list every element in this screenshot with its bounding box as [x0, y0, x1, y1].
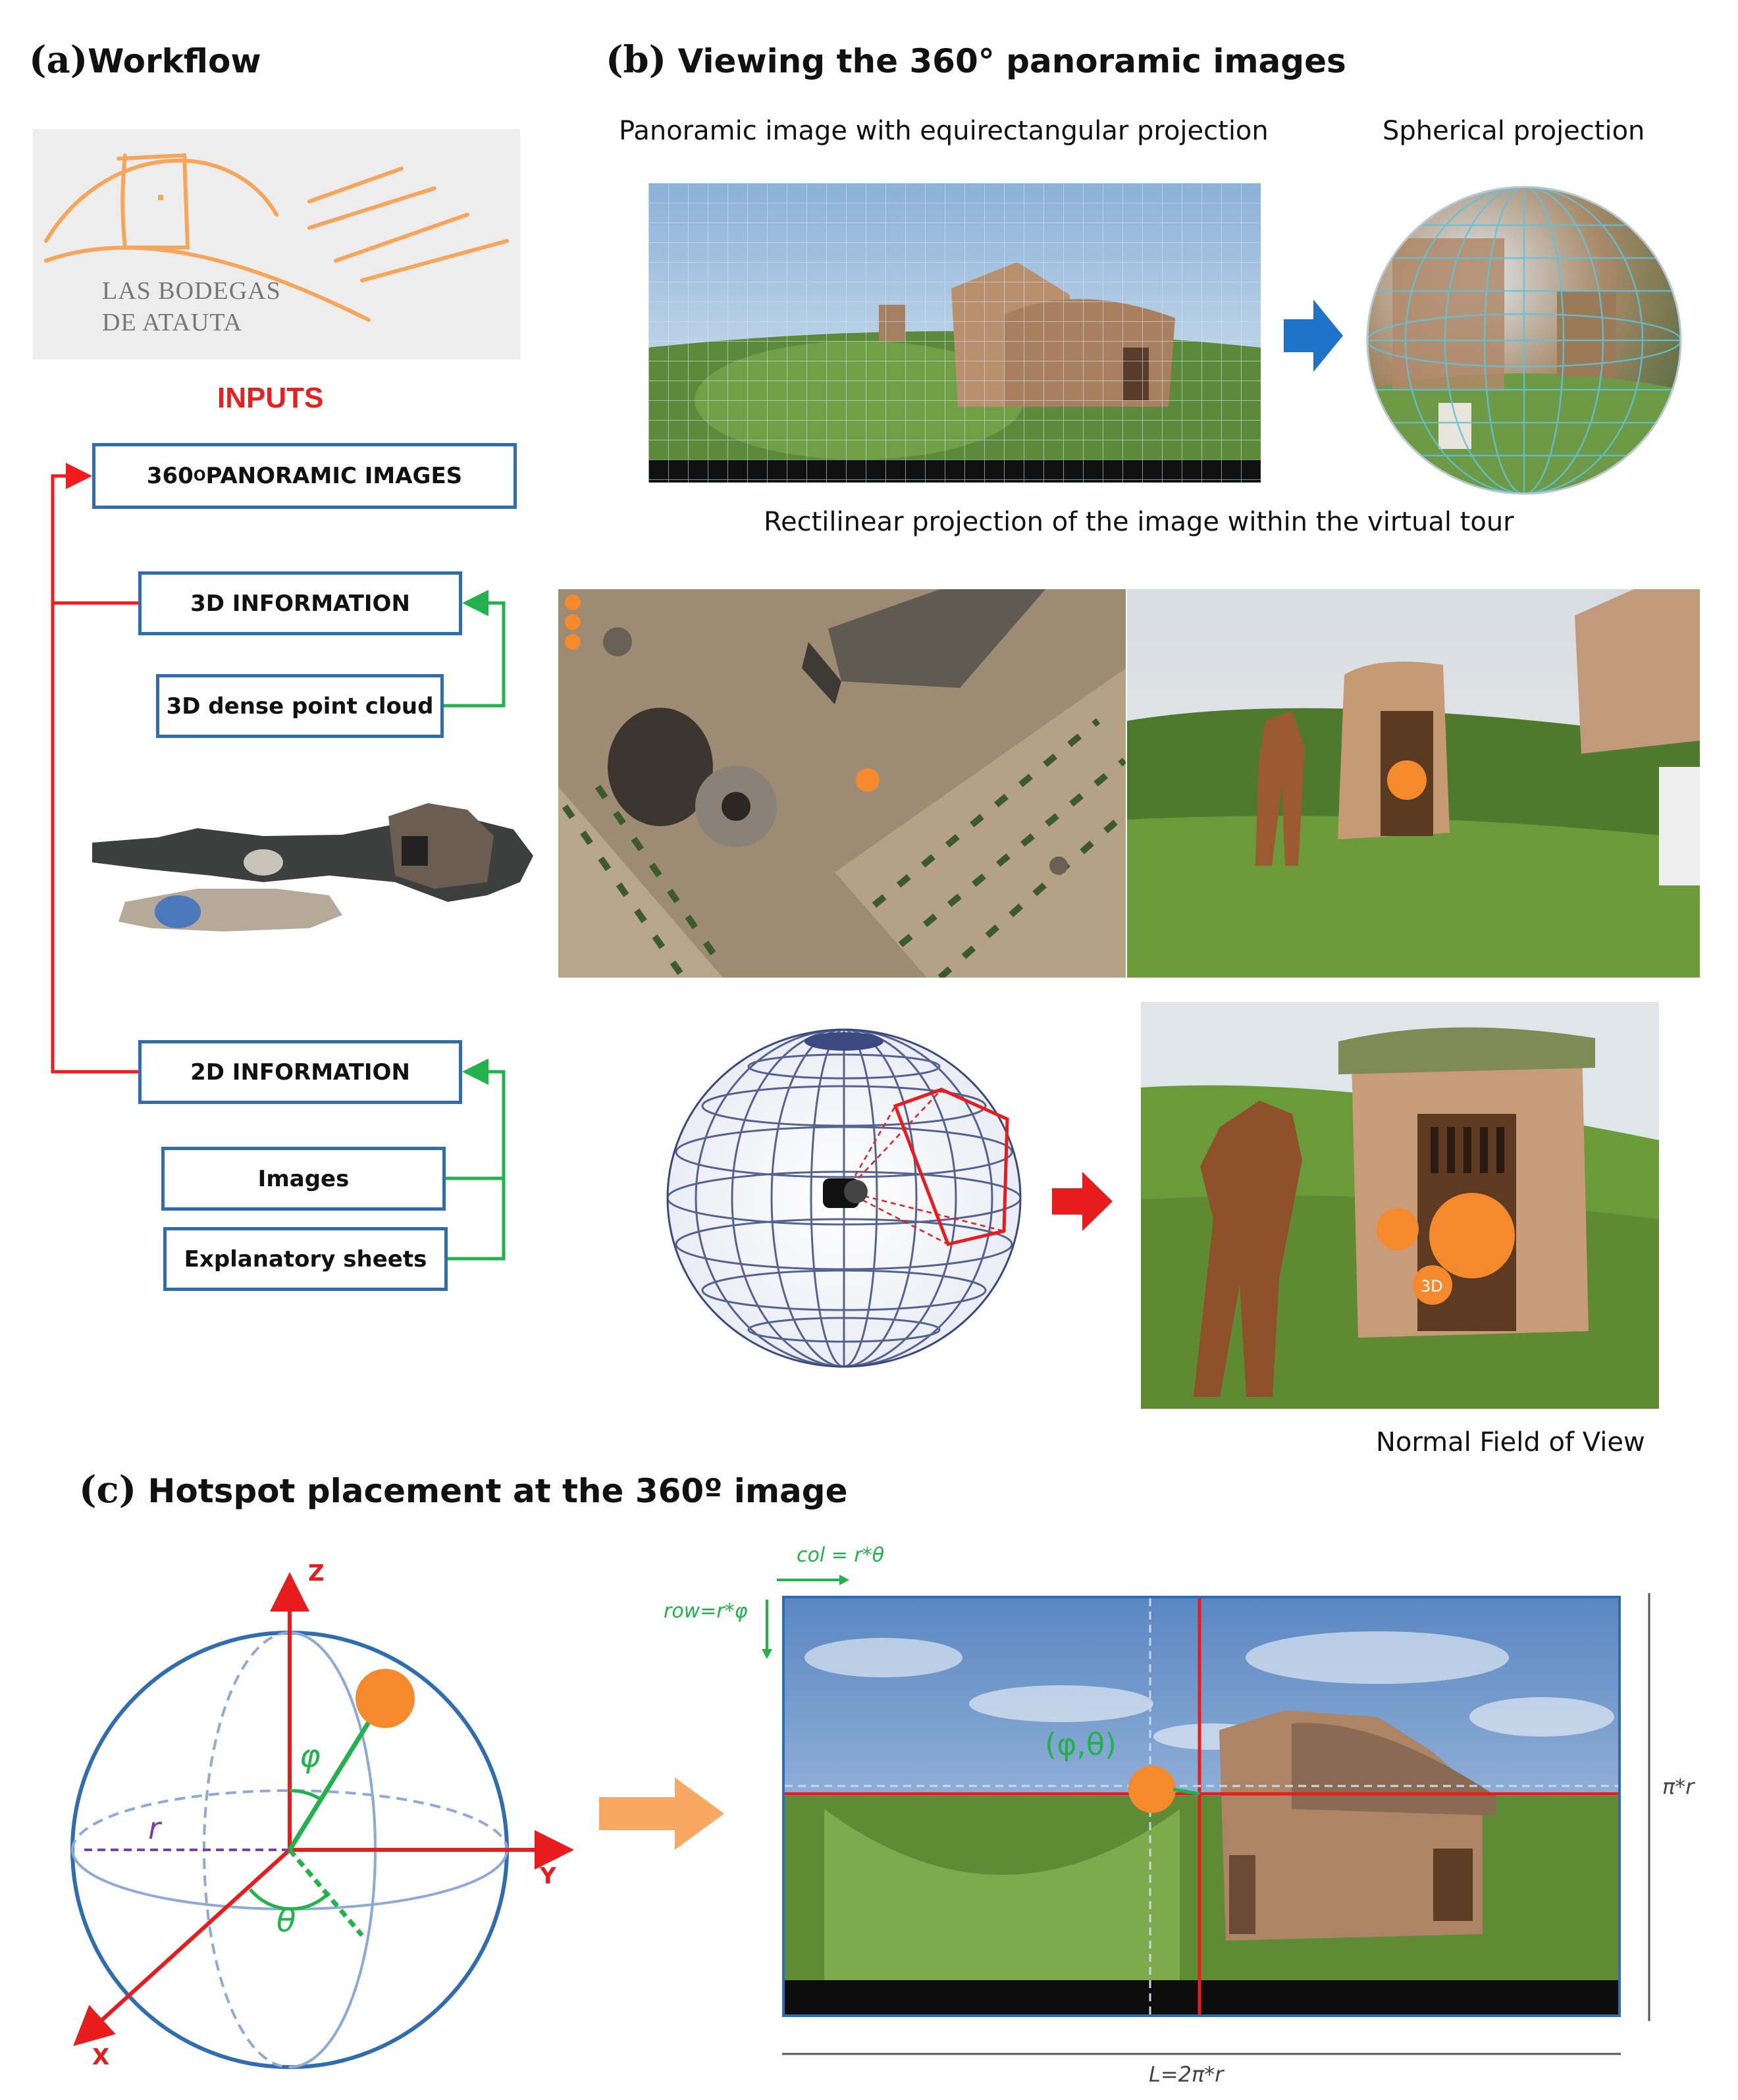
panel-c-letter: (c) [79, 1468, 137, 1511]
workflow-connectors [51, 463, 506, 1261]
col-formula: col = r*θ [797, 1544, 885, 1567]
caption-normal-fov: Normal Field of View [1376, 1427, 1645, 1457]
blue-arrow [1284, 300, 1343, 372]
red-arrow [1052, 1172, 1113, 1231]
camera-sphere-diagram [665, 1027, 1024, 1369]
logo-line-2: DE ATAUTA [102, 309, 242, 336]
box-images: Images [161, 1147, 446, 1211]
point-cloud-image [92, 797, 533, 941]
theta-label: θ [276, 1903, 296, 1939]
virtual-tour-aerial-view [558, 589, 1126, 978]
inputs-label: INPUTS [217, 382, 324, 414]
caption-equirectangular: Panoramic image with equirectangular pro… [619, 116, 1269, 146]
angle-pair-label: (φ,θ) [1045, 1727, 1117, 1762]
radius-label: r [148, 1810, 161, 1846]
box-2d-information: 2D INFORMATION [138, 1040, 462, 1104]
normal-field-of-view-image: 3D [1141, 1002, 1659, 1409]
logo-las-bodegas: LAS BODEGAS DE ATAUTA [33, 129, 520, 359]
spherical-projection [1366, 186, 1682, 495]
dimension-lines [782, 1593, 1650, 2055]
panel-a-title: (a)Workflow [29, 38, 261, 82]
equirectangular-panorama [648, 183, 1261, 483]
logo-graphic [44, 153, 509, 322]
caption-rectilinear: Rectilinear projection of the image with… [764, 507, 1514, 537]
orange-arrow [599, 1777, 724, 1850]
panel-c-title: (c) Hotspot placement at the 360º image [79, 1468, 848, 1511]
row-formula: row=r*φ [664, 1600, 748, 1623]
length-formula: L=2π*r [1149, 2062, 1224, 2087]
row-col-arrows [762, 1575, 849, 1659]
spherical-coordinates-diagram: Z Y X r φ θ [53, 1554, 592, 2080]
caption-spherical: Spherical projection [1382, 116, 1645, 146]
axis-z-label: Z [308, 1560, 325, 1587]
logo-line-1: LAS BODEGAS [102, 277, 281, 305]
box-explanatory-sheets: Explanatory sheets [163, 1227, 448, 1291]
axis-y-label: Y [540, 1863, 556, 1889]
axis-x-label: X [92, 2044, 110, 2070]
panel-b-title: (b) Viewing the 360° panoramic images [606, 38, 1346, 82]
hotspot-3d[interactable]: 3D [1421, 1277, 1443, 1296]
box-3d-information: 3D INFORMATION [138, 571, 462, 635]
virtual-tour-ground-view [1127, 589, 1700, 978]
hotspot-panorama: (φ,θ) [782, 1596, 1621, 2017]
height-formula: π*r [1662, 1774, 1695, 1799]
box-3d-dense-point-cloud: 3D dense point cloud [156, 674, 444, 738]
panel-b-letter: (b) [606, 38, 667, 82]
phi-label: φ [300, 1738, 321, 1775]
panel-a-letter: (a) [29, 38, 88, 82]
